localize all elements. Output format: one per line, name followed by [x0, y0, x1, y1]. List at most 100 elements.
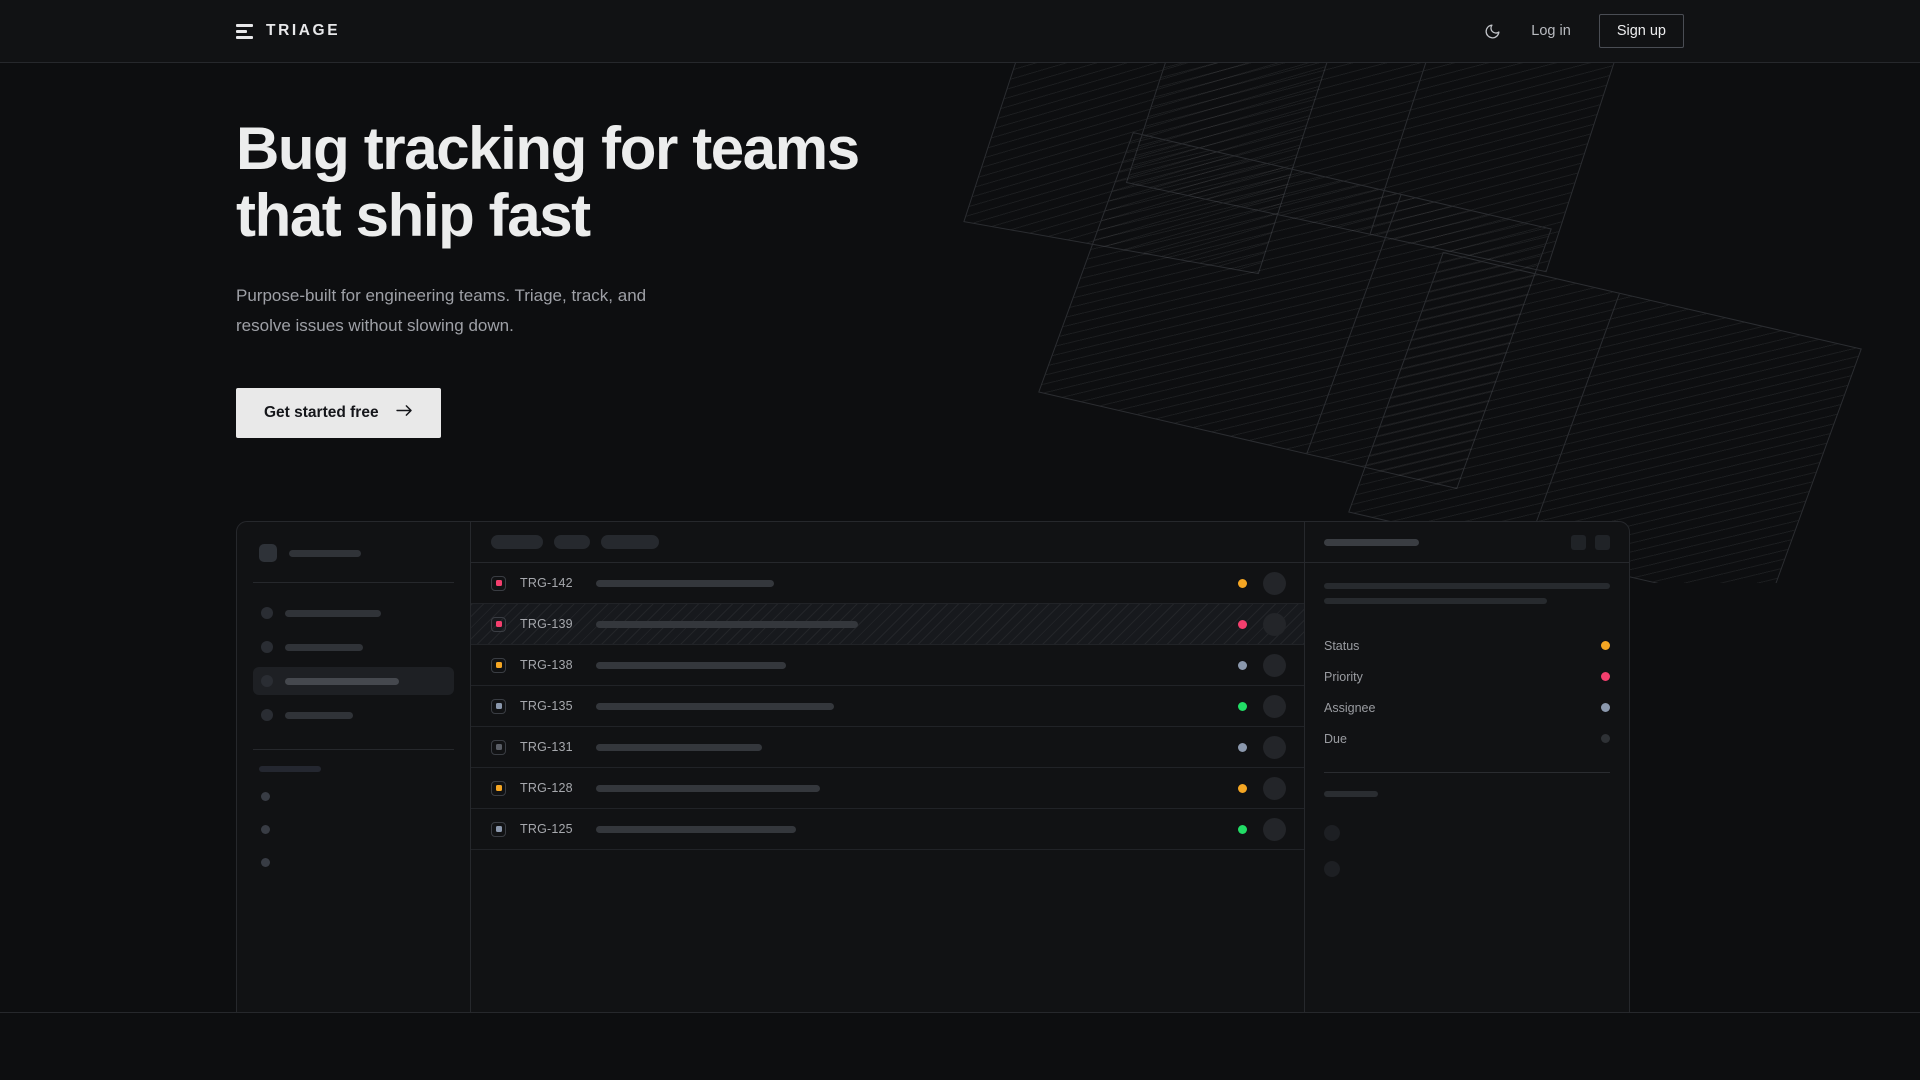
table-row[interactable]: TRG-131 [471, 727, 1304, 768]
issue-type-badge [491, 616, 506, 632]
table-row[interactable]: TRG-138 [471, 645, 1304, 686]
row-meta [1238, 817, 1286, 841]
nav-icon [261, 675, 273, 687]
table-row[interactable]: TRG-125 [471, 809, 1304, 850]
avatar [1263, 612, 1286, 636]
detail-panel-header [1305, 522, 1629, 563]
filter-pill[interactable] [601, 535, 659, 549]
detail-meta-row[interactable]: Status [1324, 630, 1610, 661]
sidebar-item-active[interactable] [253, 667, 454, 695]
status-dot [1238, 742, 1247, 752]
login-link[interactable]: Log in [1531, 23, 1571, 39]
row-meta [1238, 612, 1286, 636]
detail-actions [1571, 534, 1610, 550]
row-meta [1238, 776, 1286, 800]
workspace-name-placeholder [289, 549, 361, 557]
avatar [1263, 735, 1286, 759]
issue-list-toolbar [471, 522, 1304, 563]
issue-title-placeholder [596, 661, 786, 669]
avatar [1324, 861, 1340, 877]
row-meta [1238, 653, 1286, 677]
mockup-sidebar [237, 522, 471, 1012]
issue-type-badge [491, 821, 506, 837]
sidebar-item[interactable] [253, 599, 454, 627]
avatar [1263, 571, 1286, 595]
detail-text-placeholder [1324, 598, 1548, 604]
status-dot [1238, 701, 1247, 711]
meta-value-dot [1601, 641, 1610, 650]
meta-value-dot [1601, 672, 1610, 681]
issue-id: TRG-128 [520, 781, 573, 795]
brand-name: TRIAGE [266, 22, 341, 39]
arrow-right-icon [395, 404, 413, 422]
issue-type-badge [491, 780, 506, 796]
issue-title-placeholder [596, 579, 774, 587]
filter-pill[interactable] [554, 535, 590, 549]
meta-label: Priority [1324, 669, 1363, 684]
section-divider [0, 1012, 1920, 1013]
get-started-button[interactable]: Get started free [236, 387, 441, 438]
sidebar-mini-item[interactable] [253, 858, 454, 867]
detail-activity [1305, 773, 1629, 887]
sidebar-item[interactable] [253, 633, 454, 661]
avatar [1263, 653, 1286, 677]
detail-title-placeholder [1324, 538, 1419, 546]
meta-label: Assignee [1324, 700, 1376, 715]
bullet-icon [261, 858, 270, 867]
issue-title-placeholder [596, 784, 820, 792]
hero-subtitle: Purpose-built for engineering teams. Tri… [236, 286, 647, 335]
bullet-icon [261, 792, 270, 801]
issue-type-badge [491, 657, 506, 673]
table-row[interactable]: TRG-139 [471, 604, 1304, 645]
detail-action-button[interactable] [1595, 534, 1610, 550]
status-dot [1238, 660, 1247, 670]
signup-button[interactable]: Sign up [1598, 14, 1684, 48]
issue-type-badge [491, 698, 506, 714]
header-actions: Log in Sign up [1481, 14, 1684, 48]
table-row[interactable]: TRG-135 [471, 686, 1304, 727]
activity-label-placeholder [1324, 791, 1378, 797]
decor-panel [963, 63, 1337, 275]
detail-meta-row[interactable]: Due [1324, 723, 1610, 754]
hero-section: Bug tracking for teams that ship fast Pu… [236, 115, 860, 438]
detail-meta-row[interactable]: Priority [1324, 661, 1610, 692]
mockup-workspace-switcher[interactable] [253, 540, 454, 562]
status-dot [1238, 619, 1247, 629]
sidebar-item[interactable] [253, 701, 454, 729]
issue-title-placeholder [596, 743, 762, 751]
avatar [1263, 776, 1286, 800]
table-row[interactable]: TRG-128 [471, 768, 1304, 809]
activity-item [1324, 851, 1610, 887]
decor-panel [1038, 131, 1552, 490]
nav-icon [261, 641, 273, 653]
table-row[interactable]: TRG-142 [471, 563, 1304, 604]
status-dot [1238, 824, 1247, 834]
site-header: TRIAGE Log in Sign up [0, 0, 1920, 63]
detail-action-button[interactable] [1571, 534, 1586, 550]
row-meta [1238, 694, 1286, 718]
issue-id: TRG-139 [520, 617, 573, 631]
page-title: Bug tracking for teams that ship fast [236, 115, 860, 250]
filter-pill[interactable] [491, 535, 543, 549]
detail-divider [1324, 772, 1610, 773]
detail-meta-row[interactable]: Assignee [1324, 692, 1610, 723]
bullet-icon [261, 825, 270, 834]
meta-label: Status [1324, 638, 1360, 653]
sidebar-divider [253, 749, 454, 750]
issue-title-placeholder [596, 825, 796, 833]
brand-logo[interactable]: TRIAGE [236, 22, 340, 40]
sidebar-divider [253, 582, 454, 583]
nav-icon [261, 709, 273, 721]
sidebar-mini-item[interactable] [253, 792, 454, 801]
issue-id: TRG-138 [520, 658, 573, 672]
nav-icon [261, 607, 273, 619]
detail-text-placeholder [1324, 583, 1610, 589]
sidebar-mini-item[interactable] [253, 825, 454, 834]
avatar [1324, 825, 1340, 841]
moon-icon[interactable] [1481, 20, 1503, 42]
